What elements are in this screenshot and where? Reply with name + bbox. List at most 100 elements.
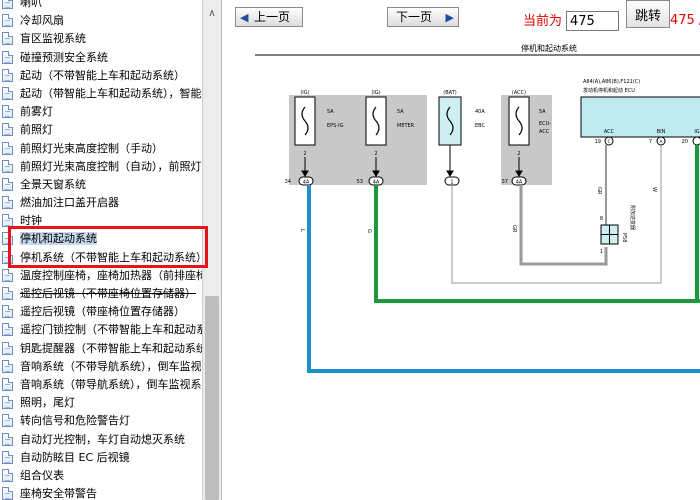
tree-item[interactable]: 钥匙提醒器（不带智能上车和起动系统 (0, 339, 202, 357)
wire-label-w: W (651, 187, 657, 192)
tree-item[interactable]: 座椅安全带警告 (0, 484, 202, 500)
tree-item-label: 钥匙提醒器（不带智能上车和起动系统 (20, 341, 202, 355)
tree-item[interactable]: 前照灯光束高度控制（自动），前照灯 (0, 157, 202, 175)
tree-item[interactable]: 遥控门锁控制（不带智能上车和起动系 (0, 320, 202, 338)
document-icon (2, 14, 13, 28)
tree-item[interactable]: 停机和起动系统 (0, 229, 202, 247)
scroll-up-icon[interactable]: ∧ (208, 8, 216, 19)
wire-white (451, 145, 662, 284)
document-icon (2, 414, 13, 428)
tree-item-label: 遥控门锁控制（不带智能上车和起动系 (20, 323, 202, 337)
tree-item-label: 起动（带智能上车和起动系统），智能 (20, 86, 202, 100)
wire-green (374, 185, 700, 303)
vertical-scrollbar[interactable]: ∧ (202, 0, 221, 500)
document-icon (2, 196, 13, 210)
tree-item[interactable]: 喇叭 (0, 0, 202, 11)
relay-desc: 附加逆变器 (629, 205, 636, 230)
fuse-4-rating: 5A (539, 109, 546, 115)
tree-item[interactable]: 自动防眩目 EC 后视镜 (0, 448, 202, 466)
tree-item[interactable]: 照明，尾灯 (0, 393, 202, 411)
sidebar: 喇叭冷却风扇盲区监视系统碰撞预测安全系统起动（不带智能上车和起动系统） 起动（带智… (0, 0, 222, 500)
tree-item[interactable]: 盲区监视系统 (0, 29, 202, 47)
tree-item[interactable]: 时钟 (0, 211, 202, 229)
tree-item[interactable]: 自动灯光控制，车灯自动熄灭系统 (0, 430, 202, 448)
jump-button[interactable]: 跳转 (626, 0, 670, 28)
page-number-input[interactable] (566, 11, 619, 31)
fuse-2-rating: 5A (397, 109, 404, 115)
prev-page-button[interactable]: ◀ 上一页 (235, 7, 303, 27)
wiring-diagram: 停机和起动系统 (IG) 5A EPS-IG 2 34 4A (I (255, 43, 700, 373)
ecu-block: A84(A),A86(B),F121(C) 发动机停机和起动 ECU ACC B… (580, 79, 700, 146)
tree-item[interactable]: 停机系统（不带智能上车和起动系统） (0, 248, 202, 266)
tree-item[interactable]: 全景天窗系统 (0, 175, 202, 193)
tree-item[interactable]: 前雾灯 (0, 102, 202, 120)
document-icon (2, 86, 13, 100)
tree-item-label: 盲区监视系统 (20, 32, 86, 46)
fuse-1-pin: 2 (303, 151, 306, 157)
document-icon (2, 250, 13, 264)
document-icon (2, 359, 13, 373)
fuse-1-conn-num: 34 (285, 179, 291, 185)
document-icon (2, 177, 13, 191)
document-icon (2, 396, 13, 410)
document-icon (2, 468, 13, 482)
tree-item[interactable]: 前照灯 (0, 120, 202, 138)
tree-item[interactable]: 燃油加注口盖开启器 (0, 193, 202, 211)
tree-item-label: 座椅安全带警告 (20, 487, 97, 500)
tree-item-label: 音响系统（不带导航系统），倒车监视 (20, 359, 202, 373)
tree-item-label: 前照灯 (20, 123, 53, 137)
ecu-name: 发动机停机和起动 ECU (583, 87, 635, 94)
wire-blue (307, 185, 700, 373)
ecu-pin-bin: BIN (657, 129, 666, 135)
tree-item[interactable]: 音响系统（带导航系统），倒车监视系 (0, 375, 202, 393)
document-icon (2, 105, 13, 119)
document-icon (2, 123, 13, 137)
tree-item[interactable]: 起动（不带智能上车和起动系统） (0, 66, 202, 84)
fuse-meter: (IG) 5A METER 2 53 4A (357, 90, 415, 186)
tree-item-label: 前雾灯 (20, 105, 53, 119)
ecu-pin-ig-num: 20 (682, 139, 688, 145)
tree-item[interactable]: 前照灯光束高度控制（手动） (0, 139, 202, 157)
tree-item[interactable]: 碰撞预测安全系统 (0, 48, 202, 66)
ecu-pin-acc: ACC (604, 129, 615, 135)
fuse-3-conn: 1 (450, 180, 453, 186)
fuse-1-rating: 5A (327, 109, 334, 115)
wire-label-l: L (299, 229, 305, 232)
document-icon (2, 159, 13, 173)
next-page-button[interactable]: 下一页 ▶ (387, 7, 459, 27)
document-icon (2, 32, 13, 46)
fuse-2-conn-num: 53 (357, 179, 363, 185)
fuse-3-source: (BAT) (443, 90, 456, 96)
tree-list: 喇叭冷却风扇盲区监视系统碰撞预测安全系统起动（不带智能上车和起动系统） 起动（带智… (0, 0, 202, 500)
fuse-2-conn: 4A (373, 180, 380, 186)
total-pages-label: 475 / (670, 13, 700, 28)
tree-item-label: 停机系统（不带智能上车和起动系统） (20, 250, 202, 264)
document-icon (2, 232, 13, 246)
tree-item-label: 转向信号和危险警告灯 (20, 414, 130, 428)
tree-item[interactable]: 温度控制座椅，座椅加热器（前排座椅 (0, 266, 202, 284)
tree-item[interactable]: 音响系统（不带导航系统），倒车监视 (0, 357, 202, 375)
tree-item-label: 遥控后视镜（带座椅位置存储器） (20, 305, 185, 319)
document-icon (2, 323, 13, 337)
wire-label-g: G (366, 229, 372, 233)
ecu-ref: A84(A),A86(B),F121(C) (583, 79, 640, 85)
page-navigation-bar: ◀ 上一页 下一页 ▶ 当前为 跳转 475 / (229, 0, 700, 37)
tree-item-label: 温度控制座椅，座椅加热器（前排座椅 (20, 268, 202, 282)
diagram-title: 停机和起动系统 (521, 43, 577, 53)
document-icon (2, 487, 13, 500)
fuse-2-name: METER (397, 123, 415, 129)
scroll-thumb[interactable] (205, 296, 219, 500)
tree-item[interactable]: 冷却风扇 (0, 11, 202, 29)
fuse-3-rating: 40A (475, 109, 485, 115)
tree-item-label: 前照灯光束高度控制（自动），前照灯 (20, 159, 202, 173)
ecu-pin-acc-conn: C (608, 139, 611, 144)
tree-item[interactable]: 起动（带智能上车和起动系统），智能 (0, 84, 202, 102)
tree-item[interactable]: 遥控后视镜（带座椅位置存储器） (0, 302, 202, 320)
tree-item[interactable]: 遥控后视镜（不带座椅位置存储器） (0, 284, 202, 302)
ecu-pin-ig: IG (694, 129, 699, 135)
document-icon (2, 141, 13, 155)
tree-item[interactable]: 转向信号和危险警告灯 (0, 411, 202, 429)
tree-item-label: 自动防眩目 EC 后视镜 (20, 450, 130, 464)
tree-item[interactable]: 组合仪表 (0, 466, 202, 484)
next-page-label: 下一页 (396, 10, 433, 24)
